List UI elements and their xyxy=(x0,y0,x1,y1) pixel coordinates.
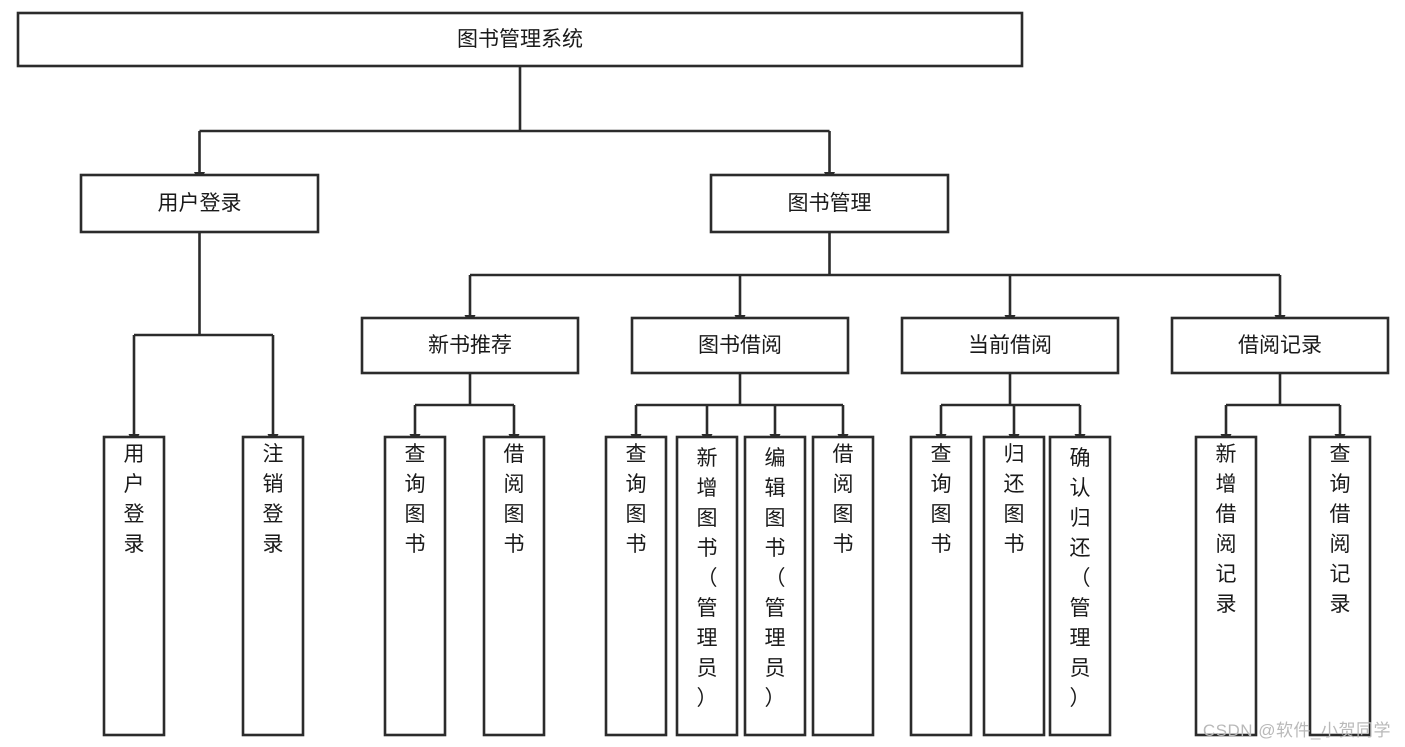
node-current-borrow[interactable]: 当前借阅 xyxy=(900,316,1120,375)
node-bb-borrow-book[interactable]: 借阅图书 xyxy=(811,435,875,737)
connector-br-to-leaves xyxy=(1220,373,1346,445)
node-root[interactable]: 图书管理系统 xyxy=(16,11,1024,68)
node-label: 查询图书 xyxy=(405,443,426,556)
connector-bb-to-leaves xyxy=(630,373,849,445)
node-nbr-query-book[interactable]: 查询图书 xyxy=(383,435,447,737)
node-label: 查询图书 xyxy=(626,443,647,556)
node-user-logout-leaf[interactable]: 注销登录 xyxy=(241,435,305,737)
node-borrow-record[interactable]: 借阅记录 xyxy=(1170,316,1390,375)
node-bb-query-book[interactable]: 查询图书 xyxy=(604,435,668,737)
node-new-book-recommend[interactable]: 新书推荐 xyxy=(360,316,580,375)
node-user-login-leaf[interactable]: 用户登录 xyxy=(102,435,166,737)
connector-nbr-to-leaves xyxy=(409,373,520,445)
node-br-query-record[interactable]: 查询借阅记录 xyxy=(1308,435,1372,737)
node-user-login[interactable]: 用户登录 xyxy=(79,173,320,234)
connector-bookmgmt-to-modules xyxy=(464,232,1286,326)
node-book-management[interactable]: 图书管理 xyxy=(709,173,950,234)
node-label: 归还图书 xyxy=(1004,443,1025,556)
connector-root-to-level2 xyxy=(194,66,835,183)
node-label: 新增图书（管理员） xyxy=(697,447,718,710)
node-label: 编辑图书（管理员） xyxy=(765,447,786,710)
node-nbr-borrow-book[interactable]: 借阅图书 xyxy=(482,435,546,737)
node-bb-add-book-admin[interactable]: 新增图书（管理员） xyxy=(675,435,739,737)
connector-cb-to-leaves xyxy=(935,373,1086,445)
node-label: 新书推荐 xyxy=(428,334,512,357)
node-bb-edit-book-admin[interactable]: 编辑图书（管理员） xyxy=(743,435,807,737)
node-label: 当前借阅 xyxy=(968,334,1052,357)
node-label: 图书管理 xyxy=(788,192,872,215)
node-cb-query-book[interactable]: 查询图书 xyxy=(909,435,973,737)
node-label: 借阅记录 xyxy=(1238,334,1322,357)
node-label: 借阅图书 xyxy=(504,443,525,556)
node-book-borrow[interactable]: 图书借阅 xyxy=(630,316,850,375)
connector-layer xyxy=(128,66,1346,445)
node-br-add-record[interactable]: 新增借阅记录 xyxy=(1194,435,1258,737)
node-label: 借阅图书 xyxy=(833,443,854,556)
node-label: 查询借阅记录 xyxy=(1330,443,1351,616)
node-label: 图书管理系统 xyxy=(457,28,583,51)
node-cb-return-book[interactable]: 归还图书 xyxy=(982,435,1046,737)
node-label: 用户登录 xyxy=(158,192,242,215)
node-label: 查询图书 xyxy=(931,443,952,556)
node-label: 新增借阅记录 xyxy=(1216,443,1237,616)
node-cb-confirm-return-admin[interactable]: 确认归还（管理员） xyxy=(1048,435,1112,737)
node-label: 注销登录 xyxy=(263,443,284,556)
node-label: 确认归还（管理员） xyxy=(1070,447,1091,710)
node-label: 用户登录 xyxy=(124,443,145,556)
node-layer: 图书管理系统用户登录用户登录注销登录图书管理新书推荐查询图书借阅图书图书借阅查询… xyxy=(16,11,1390,737)
node-label: 图书借阅 xyxy=(698,334,782,357)
connector-userlogin-to-leaves xyxy=(128,232,279,445)
